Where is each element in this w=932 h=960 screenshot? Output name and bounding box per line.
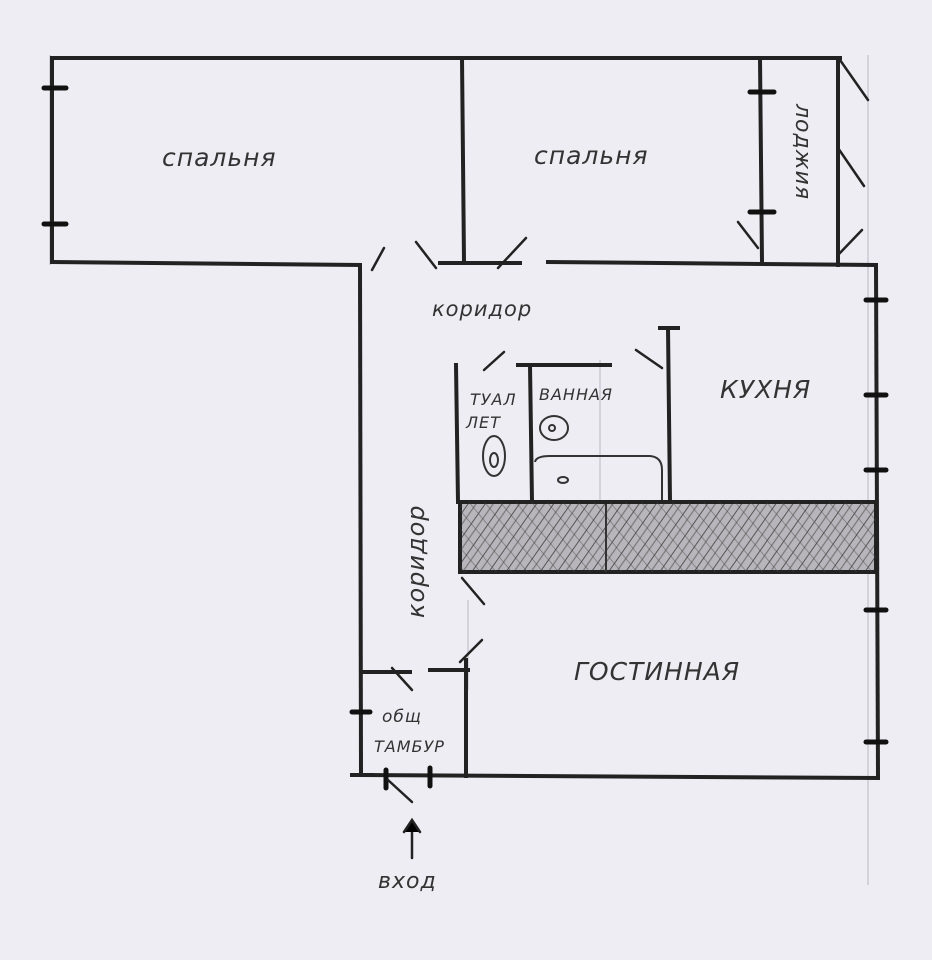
door-marks — [370, 58, 870, 804]
sink-fixture — [539, 415, 569, 441]
label-toilet-line1: ТУАЛ — [470, 390, 517, 409]
label-bedroom-right: спальня — [534, 141, 649, 170]
label-entrance: вход — [378, 869, 437, 894]
entrance-arrow — [402, 817, 422, 860]
label-living-room: ГОСТИННАЯ — [574, 657, 740, 686]
label-bedroom-left: спальня — [162, 143, 277, 172]
bathtub-drain — [557, 476, 569, 484]
window-marks — [41, 85, 889, 791]
walls — [49, 55, 881, 781]
label-corridor-side: коридор — [402, 504, 430, 618]
label-kitchen: КУХНЯ — [720, 375, 811, 404]
label-toilet-line2: ЛЕТ — [465, 413, 501, 432]
toilet-fixture — [482, 435, 506, 477]
label-vestibule-line1: общ — [382, 707, 422, 727]
label-corridor-top: коридор — [432, 297, 532, 321]
label-bathroom: ВАННАЯ — [539, 385, 613, 404]
label-loggia: лоджия — [790, 103, 815, 200]
label-vestibule-line2: ТАМБУР — [374, 737, 445, 756]
